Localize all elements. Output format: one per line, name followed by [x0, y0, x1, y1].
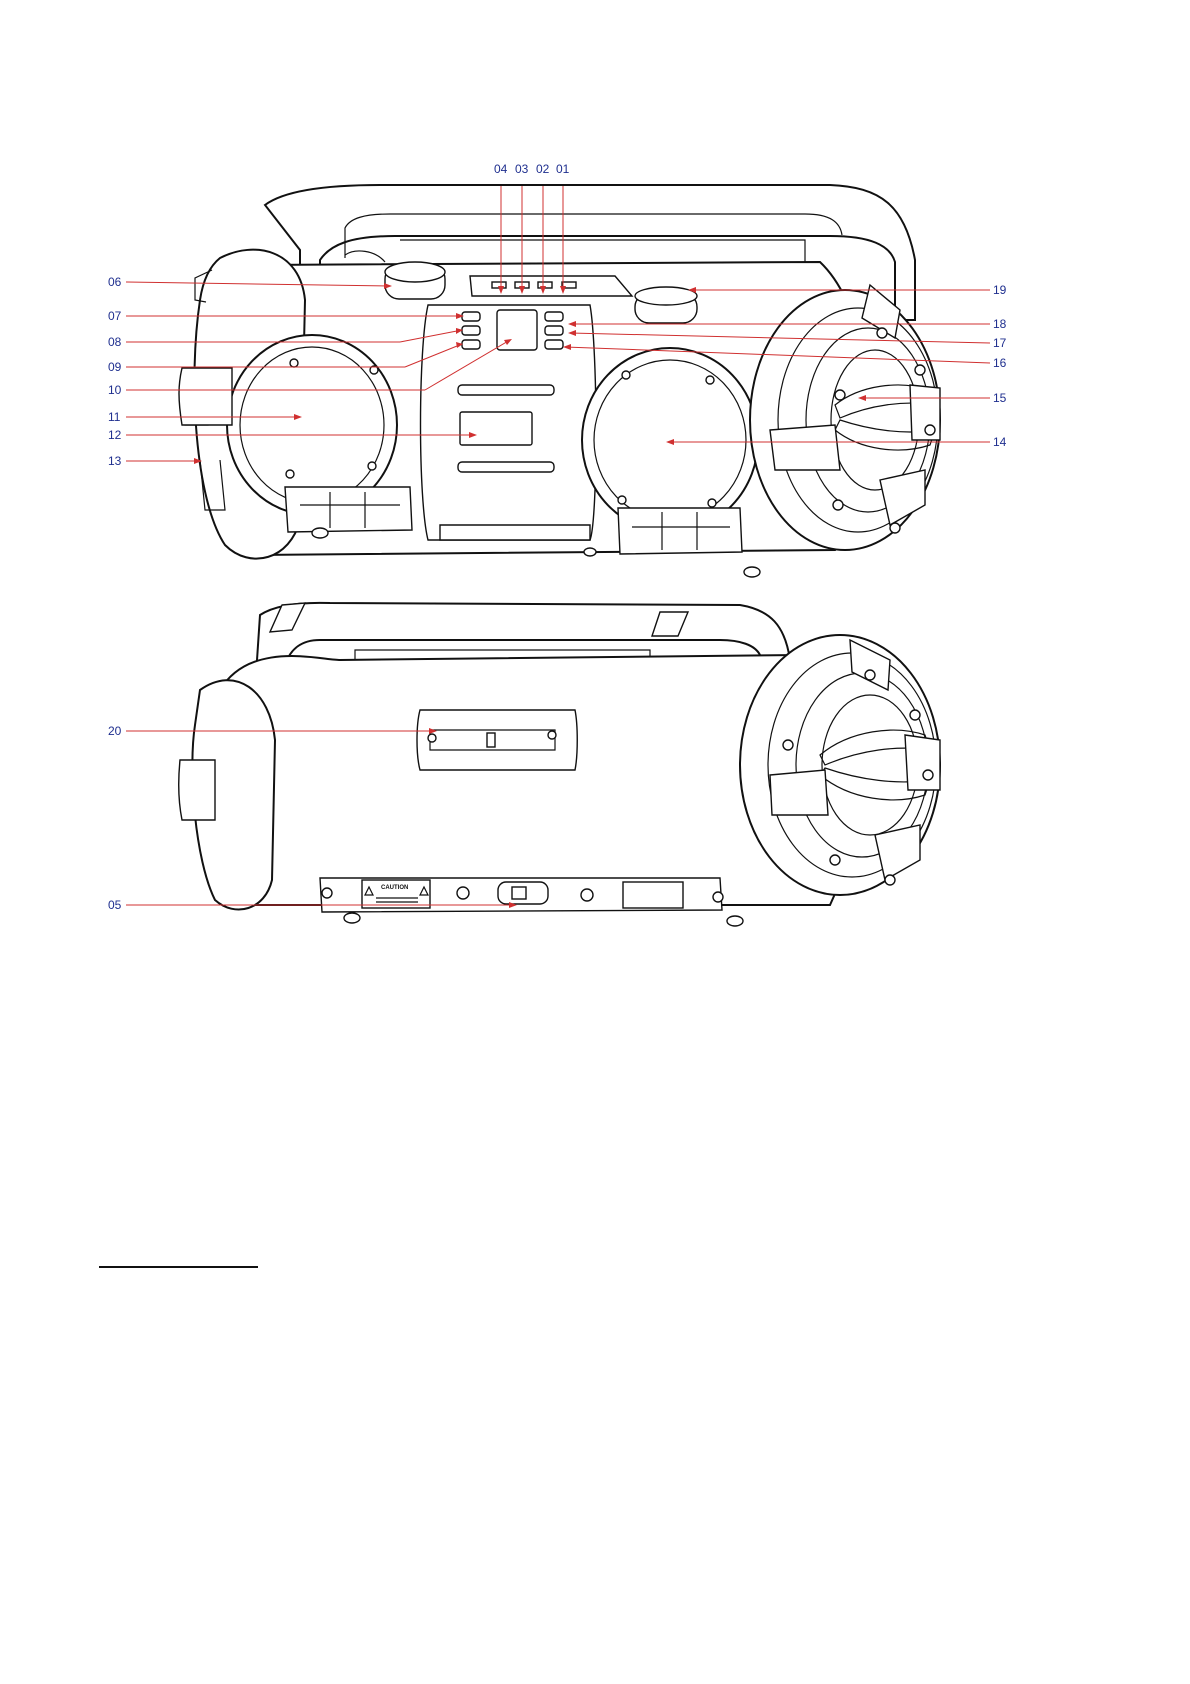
callout-04: 04	[494, 162, 508, 176]
callout-10: 10	[108, 383, 122, 397]
callout-12: 12	[108, 428, 122, 442]
callout-20: 20	[108, 724, 122, 738]
callout-05: 05	[108, 898, 122, 912]
callout-09: 09	[108, 360, 122, 374]
callout-08: 08	[108, 335, 122, 349]
callout-06: 06	[108, 275, 122, 289]
caution-label: CAUTION	[381, 885, 408, 891]
callout-17: 17	[993, 336, 1007, 350]
callout-16: 16	[993, 356, 1007, 370]
callout-15: 15	[993, 391, 1007, 405]
callout-14: 14	[993, 435, 1007, 449]
callout-02: 02	[536, 162, 550, 176]
callout-11: 11	[108, 410, 121, 424]
callout-01: 01	[556, 162, 570, 176]
callout-13: 13	[108, 454, 122, 468]
callout-18: 18	[993, 317, 1007, 331]
front-view-illustration	[179, 185, 940, 577]
callout-19: 19	[993, 283, 1007, 297]
callout-07: 07	[108, 309, 122, 323]
callout-03: 03	[515, 162, 529, 176]
rear-view-illustration: CAUTION	[179, 603, 940, 926]
